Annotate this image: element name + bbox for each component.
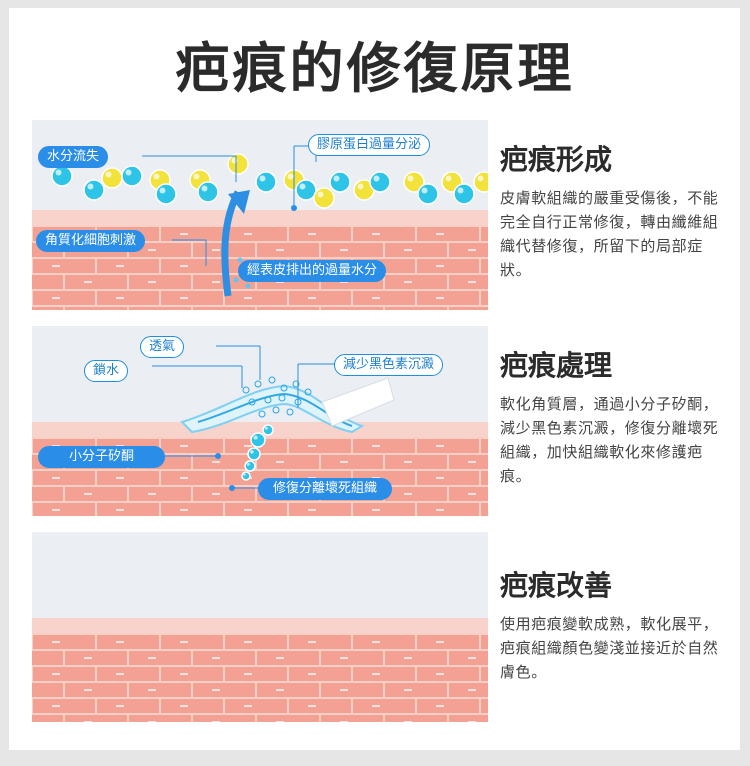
gel-molecule [272, 406, 280, 414]
tissue-repair-tag: 修復分離壞死組織 [258, 478, 393, 500]
molecule-bubble [83, 179, 105, 201]
keratinocyte-tag: 角質化細胞刺激 [36, 230, 146, 252]
water-loss-tag: 水分流失 [38, 146, 109, 168]
molecule-bubble [417, 183, 439, 205]
molecule-bubble [453, 183, 475, 205]
scar-improvement-text: 使用疤痕變軟成熟，軟化展平，疤痕組織顏色變淺並接近於自然膚色。 [500, 615, 719, 681]
melanin-reduction-tag: 減少黑色素沉澱 [334, 354, 444, 376]
skin-tissue-layers [32, 210, 488, 310]
molecule-bubble [313, 187, 335, 209]
gel-molecule [304, 388, 312, 396]
molecule-bubble [197, 181, 219, 203]
gel-molecule [242, 386, 250, 394]
silicone-gel-sheet [180, 384, 365, 434]
page-title: 疤痕的修復原理 [175, 37, 575, 100]
scar-treatment-illustration: 透氣 鎖水 減少黑色素沉澱 小分子矽酮 修復分離壞死組織 [32, 326, 488, 516]
gel-molecule [258, 410, 266, 418]
molecule-bubble [227, 153, 249, 175]
gel-molecule [278, 394, 286, 402]
molecule-bubble [244, 460, 256, 472]
moisture-lock-tag: 鎖水 [84, 360, 129, 382]
scar-treatment-text: 軟化角質層，通過小分子矽酮，減少黑色素沉澱，修復分離壞死組織，加快組織軟化來修護… [500, 395, 719, 485]
collagen-tag: 膠原蛋白過量分泌 [308, 134, 431, 156]
arrow-head-icon [228, 190, 250, 214]
molecule-bubble [295, 179, 317, 201]
scar-formation-illustration: 水分流失 膠原蛋白過量分泌 角質化細胞刺激 經表皮排出的過量水分 [32, 120, 488, 310]
breathable-tag: 透氣 [140, 336, 185, 358]
gel-molecule [248, 398, 256, 406]
scar-formation-text: 皮膚軟組織的嚴重受傷後，不能完全自行正常修復，轉由纖維組織代替修復，所留下的局部… [500, 189, 719, 279]
gel-molecule [268, 376, 276, 384]
gel-molecule [264, 396, 272, 404]
molecule-bubble [255, 171, 277, 193]
molecule-bubble [51, 165, 73, 187]
molecule-bubble [101, 167, 123, 189]
molecule-bubble [262, 424, 274, 436]
molecule-bubble [369, 171, 391, 193]
gel-molecule [292, 380, 300, 388]
gel-molecule [280, 384, 288, 392]
molecule-bubble [250, 432, 266, 448]
scar-improvement-heading: 疤痕改善 [500, 569, 613, 602]
molecule-bubble [121, 165, 143, 187]
molecule-bubble [247, 447, 261, 461]
molecule-bubble [473, 171, 488, 193]
skin-tissue-layers [32, 618, 488, 722]
gel-molecule [254, 380, 262, 388]
molecule-bubble [241, 471, 251, 481]
scar-treatment-heading: 疤痕處理 [500, 349, 613, 382]
scar-improvement-illustration [32, 532, 488, 722]
patch-sheet [321, 377, 395, 427]
transepidermal-water-tag: 經表皮排出的過量水分 [238, 260, 387, 282]
molecule-bubble [329, 171, 351, 193]
scar-formation-heading: 疤痕形成 [500, 143, 613, 176]
gel-molecule [286, 408, 294, 416]
molecule-bubble [155, 183, 177, 205]
skin-layer-diagram-3 [32, 532, 488, 722]
small-molecule-silicone-tag: 小分子矽酮 [38, 446, 166, 468]
